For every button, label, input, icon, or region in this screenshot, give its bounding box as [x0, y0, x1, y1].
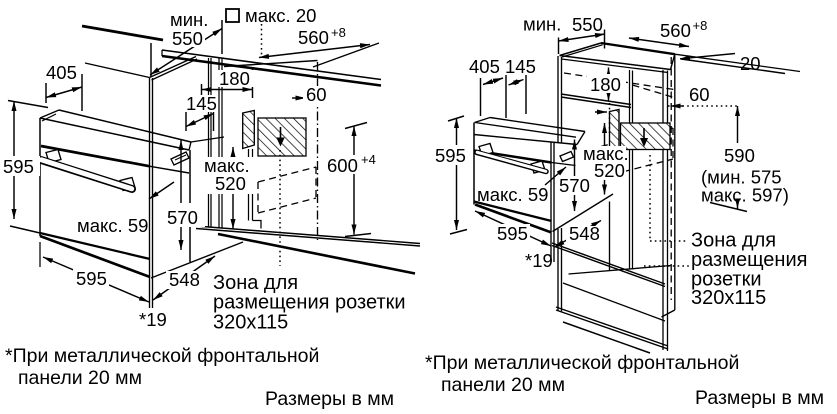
svg-text:Размеры в мм: Размеры в мм [695, 387, 824, 409]
svg-text:Зона для: Зона для [691, 230, 776, 252]
svg-text:595: 595 [435, 145, 466, 166]
svg-text:405: 405 [469, 56, 500, 77]
svg-text:60: 60 [689, 84, 710, 105]
svg-text:548: 548 [169, 269, 200, 290]
svg-text:*19: *19 [139, 309, 167, 330]
svg-text:595: 595 [3, 156, 34, 177]
svg-text:макс.: макс. [583, 143, 629, 164]
svg-text:550: 550 [172, 28, 203, 49]
svg-text:*При металлической фронтальной: *При металлической фронтальной [5, 345, 319, 367]
svg-text:600: 600 [327, 155, 358, 176]
svg-text:180: 180 [219, 68, 250, 89]
svg-text:560: 560 [660, 20, 691, 41]
svg-text:560: 560 [298, 27, 329, 48]
svg-text:мин.: мин. [523, 14, 561, 35]
svg-text:мин.: мин. [170, 9, 208, 30]
svg-text:320x115: 320x115 [691, 287, 766, 309]
svg-text:590: 590 [724, 145, 755, 166]
svg-text:панели 20 мм: панели 20 мм [18, 367, 142, 389]
svg-text:548: 548 [569, 223, 600, 244]
svg-text:Зона для: Зона для [213, 272, 298, 294]
svg-text:макс. 59: макс. 59 [477, 184, 548, 205]
svg-text:+4: +4 [361, 152, 376, 167]
svg-text:405: 405 [46, 62, 77, 83]
svg-text:макс. 597): макс. 597) [701, 185, 789, 206]
svg-text:макс. 20: макс. 20 [245, 5, 316, 26]
svg-text:570: 570 [559, 175, 590, 196]
svg-text:60: 60 [306, 84, 327, 105]
svg-text:145: 145 [505, 56, 536, 77]
svg-text:*При металлической фронтальной: *При металлической фронтальной [425, 352, 739, 374]
svg-text:размещения: размещения [691, 249, 807, 271]
svg-text:размещения розетки: размещения розетки [213, 292, 406, 314]
svg-text:520: 520 [215, 173, 246, 194]
svg-text:520: 520 [594, 160, 625, 181]
svg-text:570: 570 [167, 207, 198, 228]
svg-text:панели 20 мм: панели 20 мм [441, 374, 565, 396]
svg-text:595: 595 [497, 223, 528, 244]
svg-text:макс. 59: макс. 59 [77, 215, 148, 236]
svg-text:+8: +8 [331, 25, 346, 40]
svg-text:20: 20 [740, 53, 761, 74]
svg-text:145: 145 [186, 93, 217, 114]
svg-text:320x115: 320x115 [213, 312, 288, 334]
svg-text:595: 595 [76, 268, 107, 289]
svg-text:550: 550 [572, 14, 603, 35]
svg-text:(мин. 575: (мин. 575 [701, 167, 782, 188]
svg-text:180: 180 [590, 74, 621, 95]
svg-text:+8: +8 [693, 18, 708, 33]
svg-text:макс.: макс. [204, 155, 250, 176]
svg-text:Размеры в мм: Размеры в мм [265, 388, 394, 410]
svg-text:*19: *19 [525, 250, 553, 271]
svg-text:розетки: розетки [691, 269, 762, 291]
